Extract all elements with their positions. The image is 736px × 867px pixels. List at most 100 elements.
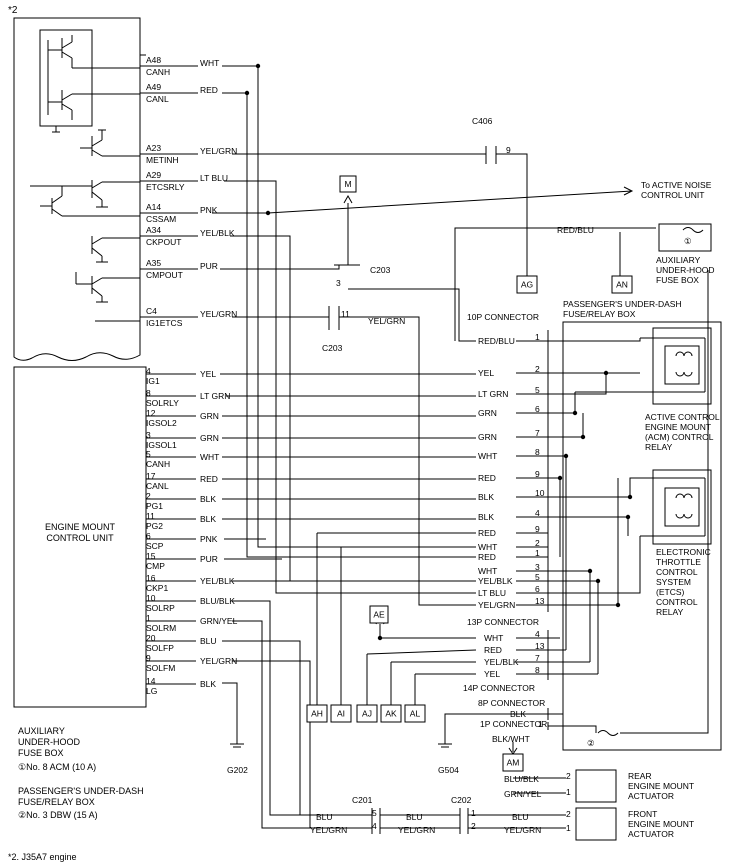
front-actuator-box — [575, 807, 617, 841]
c10p-pin: 6 — [535, 404, 540, 414]
marker-text: AL — [410, 709, 421, 719]
c10p-pin: 1 — [535, 548, 540, 558]
ecm-pin-signal: CANH — [146, 67, 170, 77]
splice-dot — [595, 578, 601, 584]
marker-text: AG — [521, 280, 533, 290]
c10p-wire-color: LT BLU — [478, 588, 506, 598]
emcu-pin-signal: IG1 — [146, 376, 160, 386]
marker-box — [356, 704, 378, 723]
marker-text: M — [344, 179, 351, 189]
splice-dot — [615, 602, 621, 608]
blk-8p: BLK — [510, 709, 526, 719]
emcu-wire-color: GRN — [200, 411, 219, 421]
box-ltblu — [548, 536, 641, 594]
blu-2: BLU — [406, 812, 423, 822]
marker-box — [380, 704, 402, 723]
c10p-wire-color: YEL/GRN — [478, 600, 515, 610]
emcu-lg — [222, 682, 238, 744]
c13p-pin: 8 — [535, 665, 540, 675]
ecm-pin-signal: CMPOUT — [146, 270, 183, 280]
marker-al: AL — [404, 704, 426, 723]
c13-red — [366, 649, 477, 655]
g504-label: G504 — [438, 765, 459, 775]
c10p-wire-color: BLK — [478, 492, 494, 502]
ecm-pin-signal: METINH — [146, 155, 179, 165]
grnyel-rear: GRN/YEL — [504, 789, 542, 799]
emcu-pin-signal: SOLRLY — [146, 398, 179, 408]
c203a-down — [348, 288, 476, 342]
c203b-to-c10p — [339, 316, 476, 606]
c14p-label: 14P CONNECTOR — [463, 683, 535, 693]
marker-box — [404, 704, 426, 723]
ecm-block — [13, 17, 146, 361]
redblu-top-wire — [454, 227, 656, 341]
emcu-pin-number: 14 — [146, 676, 156, 686]
emcu-wire-color: GRN/YEL — [200, 616, 238, 626]
etcs-relay — [640, 469, 712, 545]
emcu-pin-number: 4 — [146, 366, 151, 376]
emcu-wire-color: BLK — [200, 679, 216, 689]
c10p-label: 10P CONNECTOR — [467, 312, 539, 322]
emcu-grnyel — [232, 620, 372, 829]
c10p-wire-color: WHT — [478, 542, 497, 552]
c406-label: C406 — [472, 116, 493, 126]
ecm-pin-number: A49 — [146, 82, 161, 92]
c13p-wire-color: YEL/BLK — [484, 657, 519, 667]
ecm-pin-number: A29 — [146, 170, 161, 180]
ecm-wire-color: PUR — [200, 261, 218, 271]
c406-to-ag — [496, 153, 528, 276]
canh-wire — [222, 65, 476, 548]
c202-pin2: 2 — [471, 821, 476, 831]
marker-box — [330, 704, 352, 723]
yelgrn-1: YEL/GRN — [310, 825, 347, 835]
ecm-pin-number: A34 — [146, 225, 161, 235]
c203a-label: C203 — [370, 265, 391, 275]
emcu-blublk — [232, 600, 372, 816]
legend-aux-item: ①No. 8 ACM (10 A) — [18, 762, 96, 772]
footnote: *2. J35A7 engine — [8, 852, 77, 862]
emcu-pin-signal: CANL — [146, 481, 169, 491]
ecm-wire-color: LT BLU — [200, 173, 228, 183]
emcu-pin-signal: SCP — [146, 541, 164, 551]
c13p-label: 13P CONNECTOR — [467, 617, 539, 627]
marker-ae: AE — [369, 605, 389, 624]
passenger-box-outline — [562, 321, 722, 751]
c10p-wire-color: WHT — [478, 451, 497, 461]
emcu-wire-color: BLU/BLK — [200, 596, 235, 606]
marker-ag: AG — [516, 275, 538, 294]
ecm-wire-color: WHT — [200, 58, 219, 68]
cmpout-wire — [220, 265, 340, 270]
c202-label: C202 — [451, 795, 472, 805]
c201-label: C201 — [352, 795, 373, 805]
blu-3: BLU — [512, 812, 529, 822]
c10p-pin: 1 — [535, 332, 540, 342]
c1p-label: 1P CONNECTOR — [480, 719, 547, 729]
ecm-pin-number: A35 — [146, 258, 161, 268]
c10p-wire-color: RED — [478, 473, 496, 483]
c10p-pin: 3 — [535, 562, 540, 572]
emcu-wire-color: YEL/BLK — [200, 576, 235, 586]
marker-aj: AJ — [356, 704, 378, 723]
emcu-pin-number: 2 — [146, 491, 151, 501]
marker-box — [611, 275, 633, 294]
ecm-wire-color: YEL/GRN — [200, 146, 237, 156]
marker-text: AK — [385, 709, 397, 719]
emcu-yelgrn — [232, 660, 311, 828]
emcu-blu — [222, 640, 301, 815]
c203b-label: C203 — [322, 343, 343, 353]
c10p-pin: 9 — [535, 524, 540, 534]
c13p-wire-color: YEL — [484, 669, 500, 679]
emcu-wire-color: YEL — [200, 369, 216, 379]
blkwht-label: BLK/WHT — [492, 734, 530, 744]
marker-box — [502, 753, 524, 772]
splice-dot — [255, 63, 261, 69]
c13p-wire-color: WHT — [484, 633, 503, 643]
emcu-pin-signal: CANH — [146, 459, 170, 469]
emcu-wire-color: GRN — [200, 433, 219, 443]
c10p-wire-color: WHT — [478, 566, 497, 576]
c10p-wire-color: RED — [478, 552, 496, 562]
c13p-wire-color: RED — [484, 645, 502, 655]
c10p-pin: 8 — [535, 447, 540, 457]
